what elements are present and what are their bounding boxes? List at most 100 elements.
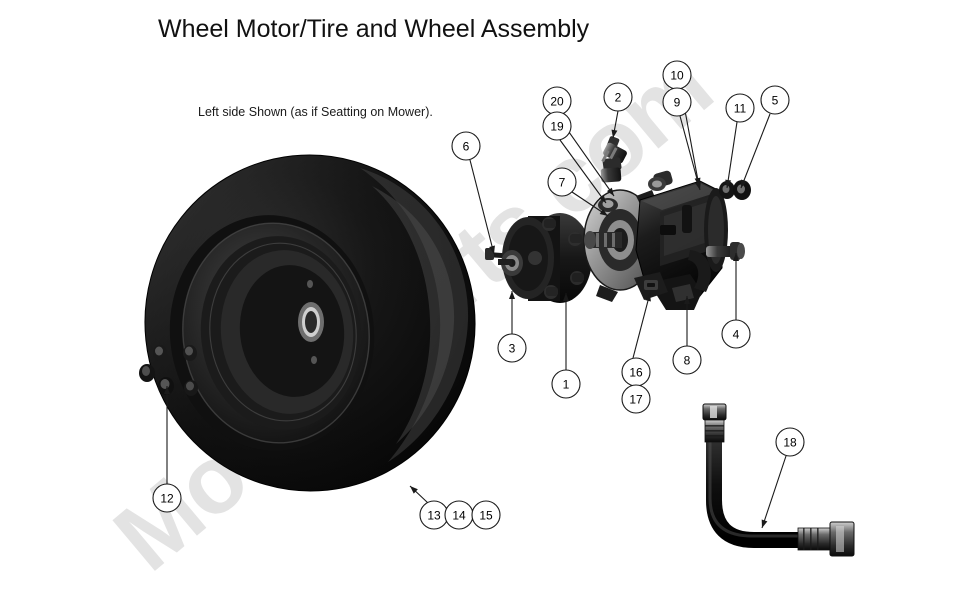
callout-circle-6[interactable] [451,131,481,161]
hub-axle-stub [498,250,523,276]
callout-leader-16 [632,292,651,359]
callout-arrow-9 [695,181,701,190]
callout-circle-8[interactable] [672,345,702,375]
callout-number-15: 15 [479,509,493,523]
callout-leader-11 [726,121,738,189]
callout-arrow-11 [725,179,732,188]
callout-17[interactable]: 17 [621,384,651,414]
callout-arrow-12 [164,386,170,394]
callout-15[interactable]: 15 [471,500,501,530]
callout-circle-1[interactable] [551,369,581,399]
callout-2[interactable]: 2 [603,82,633,112]
motor-mount-plate [583,189,657,302]
callout-leader-5 [740,113,771,189]
callout-19[interactable]: 19 [542,111,572,141]
callout-circle-15[interactable] [471,500,501,530]
callout-number-1: 1 [563,378,570,392]
lug-nut [139,364,155,382]
callout-circle-17[interactable] [621,384,651,414]
lug-nut [153,345,167,361]
callout-leader-9 [679,115,701,191]
callout-3[interactable]: 3 [497,333,527,363]
callout-7[interactable]: 7 [547,167,577,197]
o-ring [719,181,735,199]
callout-number-6: 6 [463,140,470,154]
callout-arrow-5 [741,179,747,188]
callout-number-17: 17 [629,393,643,407]
callout-arrow-19 [598,194,606,203]
callout-number-16: 16 [629,366,643,380]
callout-9[interactable]: 9 [662,87,692,117]
callout-4[interactable]: 4 [721,319,751,349]
tire-and-wheel-assembly [144,154,476,492]
callout-number-11: 11 [734,102,747,116]
lug-nut [183,345,197,361]
motor-port-fitting [706,242,745,260]
callout-number-3: 3 [509,342,516,356]
callout-16[interactable]: 16 [621,357,651,387]
callout-number-7: 7 [559,176,566,190]
callout-arrow-8 [684,296,690,304]
lug-nut [184,380,198,396]
callout-12[interactable]: 12 [152,483,182,513]
callout-10[interactable]: 10 [662,60,692,90]
callout-8[interactable]: 8 [672,345,702,375]
callout-arrow-6 [489,245,495,254]
wheel-hub [498,213,592,303]
callout-circle-5[interactable] [760,85,790,115]
callout-14[interactable]: 14 [444,500,474,530]
elbow-fitting [600,136,627,183]
callout-18[interactable]: 18 [775,427,805,457]
callout-number-20: 20 [550,95,564,109]
callout-circle-11[interactable] [725,93,755,123]
callout-circle-7[interactable] [547,167,577,197]
callout-leader-18 [761,455,787,529]
callout-circle-18[interactable] [775,427,805,457]
callout-leader-6 [469,159,495,255]
page-subtitle: Left side Shown (as if Seatting on Mower… [198,105,433,119]
motor-top-port [648,170,673,191]
callout-arrow-4 [733,253,739,261]
callout-circle-3[interactable] [497,333,527,363]
callout-layer: 20 19 2 10 9 11 5 7 6 3 1 16 17 8 4 12 13 14 15 18 [152,60,805,530]
callout-leader-19 [559,139,607,204]
callout-circle-19[interactable] [542,111,572,141]
callout-number-13: 13 [427,509,441,523]
callout-circle-9[interactable] [662,87,692,117]
callout-number-18: 18 [783,436,797,450]
callout-number-14: 14 [452,509,466,523]
callout-circle-2[interactable] [603,82,633,112]
mount-block [634,272,668,300]
callout-number-5: 5 [772,94,779,108]
callout-arrow-1 [563,293,569,301]
callout-number-4: 4 [733,328,740,342]
callout-13[interactable]: 13 [419,500,449,530]
callout-number-8: 8 [684,354,691,368]
callout-number-2: 2 [615,91,622,105]
hose-end-fitting [797,521,855,557]
callout-arrow-2 [611,129,618,138]
callout-11[interactable]: 11 [725,93,755,123]
splined-coupler [584,231,622,249]
callout-arrow-3 [509,291,515,299]
plate-port [598,198,618,212]
callout-arrow-20 [606,187,614,196]
callout-arrow-7 [599,209,608,216]
callout-arrow-13 [410,486,418,494]
callout-5[interactable]: 5 [760,85,790,115]
callout-circle-12[interactable] [152,483,182,513]
washer [733,180,751,200]
callout-6[interactable]: 6 [451,131,481,161]
callout-arrow-18 [761,519,768,528]
callout-number-10: 10 [670,69,684,83]
oring-washer-pair [719,180,751,200]
callout-circle-4[interactable] [721,319,751,349]
callout-20[interactable]: 20 [542,86,572,116]
hub-studs [528,217,584,299]
callout-arrow-16 [645,293,651,302]
motor-bracket [688,250,711,292]
callout-1[interactable]: 1 [551,369,581,399]
callout-number-12: 12 [160,492,174,506]
